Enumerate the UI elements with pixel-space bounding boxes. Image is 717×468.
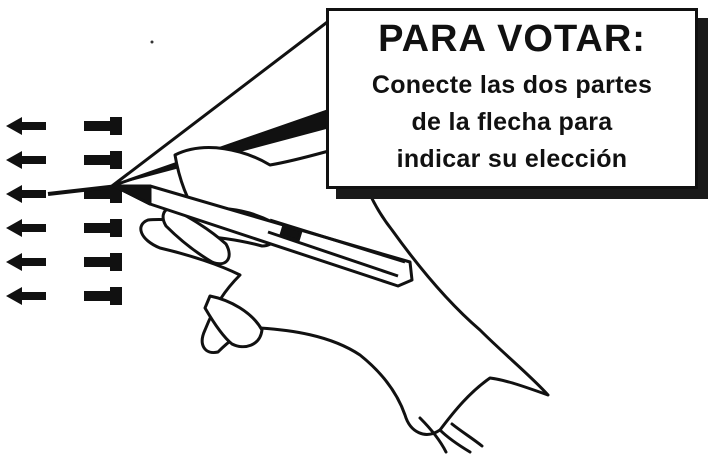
ballot-arrow-tail-icon [84,219,122,237]
callout-line-2: de la flecha para [411,108,613,136]
ballot-arrow-head-icon [6,185,46,203]
ballot-arrow-head-icon [6,117,46,135]
ballot-arrow-tail-icon [84,253,122,271]
ballot-arrow-row [6,117,122,135]
speck-mark [150,40,154,44]
ballot-arrow-row [6,253,122,271]
callout-line-1: Conecte las dos partes [371,71,653,99]
ballot-arrow-rows [6,117,122,305]
ballot-arrow-tail-icon [84,117,122,135]
arrow-connection-line [47,184,119,196]
ballot-arrow-row [6,219,122,237]
instruction-callout: PARA VOTAR: Conecte las dos partes de la… [326,8,698,189]
pen-icon [112,184,414,288]
ballot-arrow-row [6,151,122,169]
ballot-arrow-head-icon [6,287,46,305]
ballot-arrow-head-icon [6,253,46,271]
ballot-arrow-head-icon [6,151,46,169]
hand-holding-pen-icon [139,143,550,454]
ballot-arrow-row [6,287,122,305]
ballot-arrow-tail-icon [84,287,122,305]
callout-line-3: indicar su elección [396,145,628,173]
callout-title: PARA VOTAR: [378,18,646,60]
ballot-arrow-tail-icon [84,151,122,169]
ballot-arrow-head-icon [6,219,46,237]
